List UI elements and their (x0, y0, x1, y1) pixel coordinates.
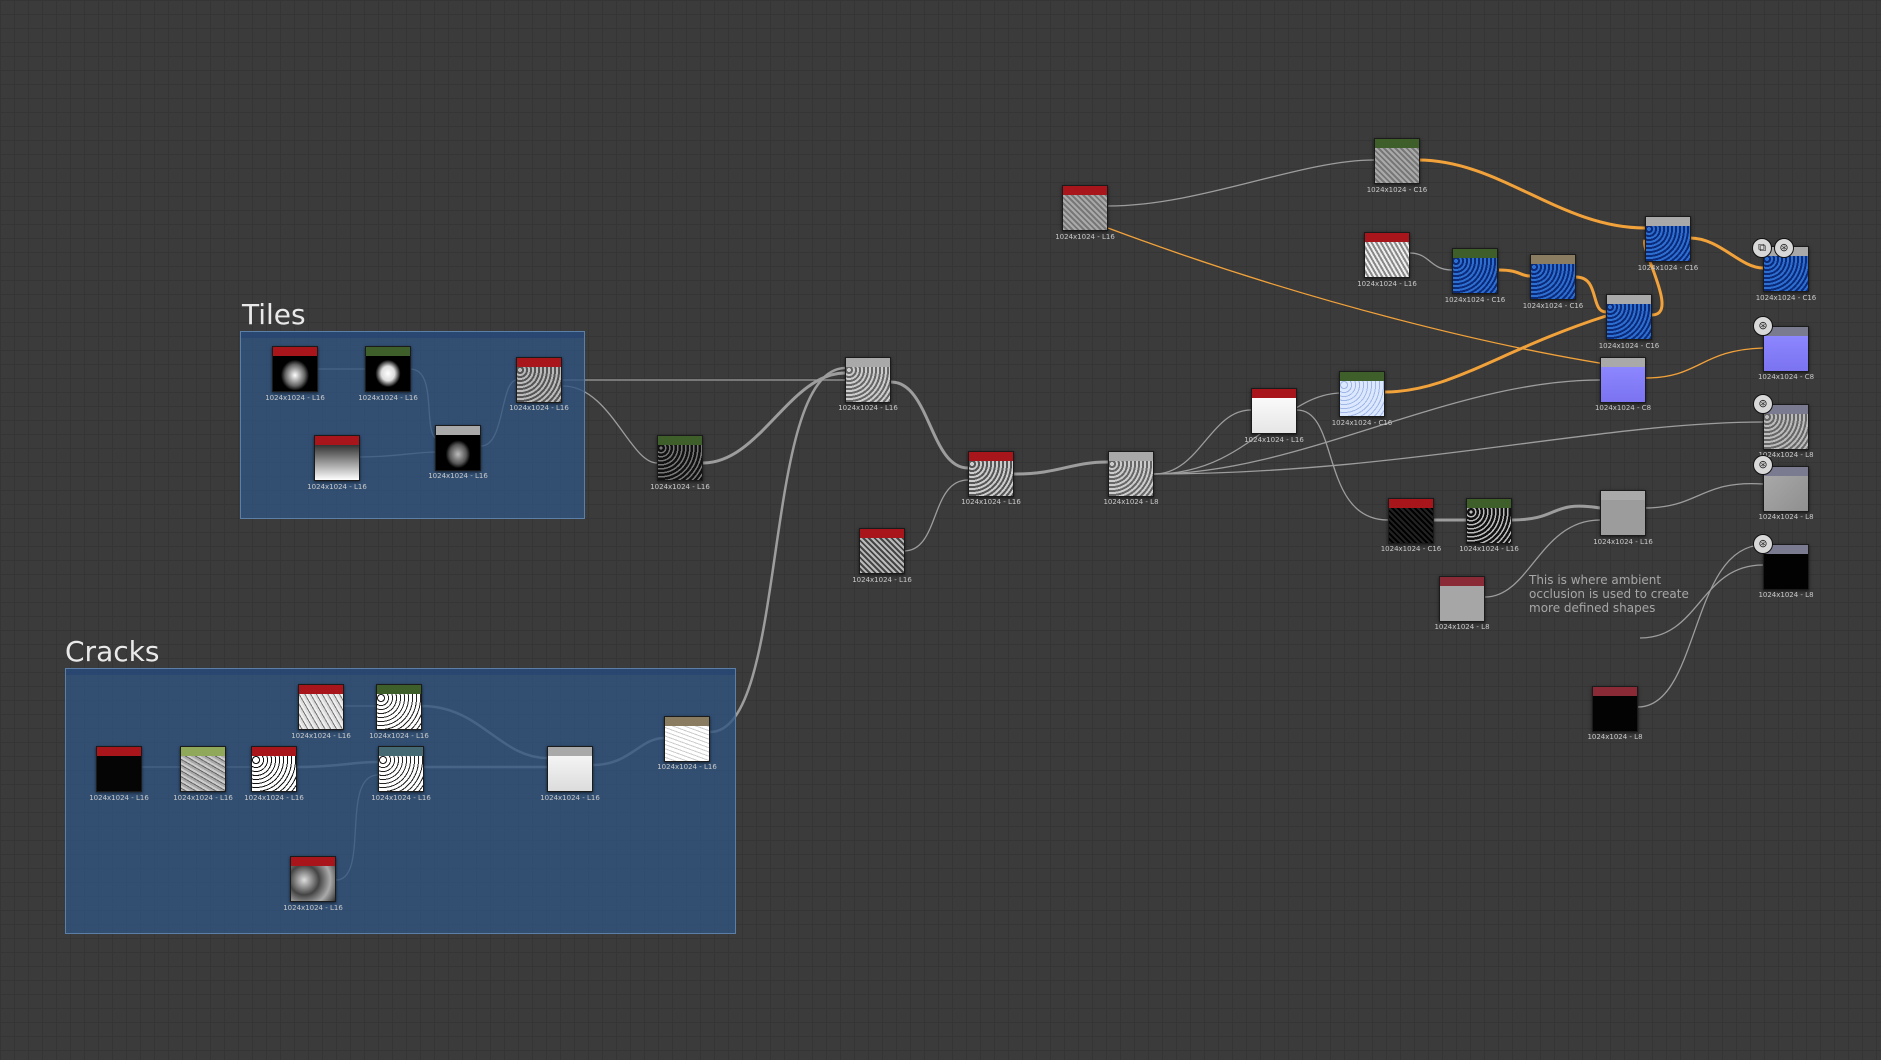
node-label: 1024x1024 - C16 (1331, 419, 1393, 427)
output-type-icon[interactable]: ⊛ (1753, 534, 1773, 554)
node-label: 1024x1024 - L16 (1357, 280, 1417, 288)
frame-cracks-title: Cracks (65, 635, 160, 668)
node-label: 1024x1024 - C16 (1637, 264, 1699, 272)
frame-tiles-title: Tiles (242, 298, 306, 331)
output-node[interactable] (1763, 404, 1809, 450)
graph-node[interactable] (1592, 686, 1638, 732)
node-label: 1024x1024 - L16 (307, 483, 367, 491)
node-label: 1024x1024 - L16 (852, 576, 912, 584)
graph-node[interactable] (664, 716, 710, 762)
graph-node[interactable] (1364, 232, 1410, 278)
graph-node[interactable] (1606, 294, 1652, 340)
graph-node[interactable] (1600, 490, 1646, 536)
graph-node[interactable] (1374, 138, 1420, 184)
node-label: 1024x1024 - L16 (173, 794, 233, 802)
graph-node[interactable] (180, 746, 226, 792)
node-label: 1024x1024 - C16 (1366, 186, 1428, 194)
node-label: 1024x1024 - L8 (1434, 623, 1490, 631)
node-label: 1024x1024 - L16 (961, 498, 1021, 506)
node-label: 1024x1024 - L16 (358, 394, 418, 402)
graph-node[interactable] (1645, 216, 1691, 262)
graph-comment[interactable]: This is where ambient occlusion is used … (1529, 573, 1689, 615)
output-type-icon[interactable]: ⊛ (1774, 238, 1794, 258)
graph-node[interactable] (657, 435, 703, 481)
graph-node[interactable] (1339, 371, 1385, 417)
node-label: 1024x1024 - L16 (1055, 233, 1115, 241)
node-label: 1024x1024 - C8 (1757, 373, 1815, 381)
output-node[interactable] (1763, 544, 1809, 590)
node-label: 1024x1024 - L16 (291, 732, 351, 740)
node-label: 1024x1024 - L8 (1103, 498, 1159, 506)
node-label: 1024x1024 - L16 (838, 404, 898, 412)
graph-node[interactable] (251, 746, 297, 792)
graph-node[interactable] (1466, 498, 1512, 544)
node-label: 1024x1024 - L16 (1459, 545, 1519, 553)
graph-node[interactable] (272, 346, 318, 392)
node-label: 1024x1024 - L16 (1593, 538, 1653, 546)
graph-node[interactable] (298, 684, 344, 730)
graph-node[interactable] (1439, 576, 1485, 622)
graph-node[interactable] (376, 684, 422, 730)
node-label: 1024x1024 - C8 (1594, 404, 1652, 412)
graph-node[interactable] (1062, 185, 1108, 231)
graph-node[interactable] (1388, 498, 1434, 544)
node-label: 1024x1024 - L8 (1587, 733, 1643, 741)
graph-node[interactable] (96, 746, 142, 792)
graph-node[interactable] (1108, 451, 1154, 497)
node-label: 1024x1024 - L16 (657, 763, 717, 771)
node-label: 1024x1024 - L16 (428, 472, 488, 480)
node-label: 1024x1024 - L16 (371, 794, 431, 802)
graph-node[interactable] (435, 425, 481, 471)
node-label: 1024x1024 - L16 (509, 404, 569, 412)
graph-node[interactable] (314, 435, 360, 481)
output-node[interactable] (1763, 466, 1809, 512)
graph-node[interactable] (859, 528, 905, 574)
node-label: 1024x1024 - C16 (1522, 302, 1584, 310)
node-label: 1024x1024 - C16 (1444, 296, 1506, 304)
graph-node[interactable] (845, 357, 891, 403)
node-label: 1024x1024 - C16 (1598, 342, 1660, 350)
node-label: 1024x1024 - L16 (265, 394, 325, 402)
node-label: 1024x1024 - L16 (1244, 436, 1304, 444)
graph-node[interactable] (365, 346, 411, 392)
output-node[interactable] (1763, 326, 1809, 372)
node-label: 1024x1024 - C16 (1380, 545, 1442, 553)
node-label: 1024x1024 - L16 (540, 794, 600, 802)
node-label: 1024x1024 - L8 (1758, 591, 1814, 599)
output-type-icon[interactable]: ⊛ (1753, 394, 1773, 414)
output-preview-icon[interactable]: ⧉ (1752, 238, 1772, 258)
graph-node[interactable] (516, 357, 562, 403)
graph-node[interactable] (1251, 388, 1297, 434)
graph-node[interactable] (1452, 248, 1498, 294)
node-label: 1024x1024 - L16 (650, 483, 710, 491)
node-label: 1024x1024 - L16 (89, 794, 149, 802)
node-label: 1024x1024 - L16 (244, 794, 304, 802)
graph-node[interactable] (378, 746, 424, 792)
graph-node[interactable] (968, 451, 1014, 497)
graph-node[interactable] (1600, 357, 1646, 403)
graph-node[interactable] (547, 746, 593, 792)
node-label: 1024x1024 - L16 (369, 732, 429, 740)
graph-node[interactable] (290, 856, 336, 902)
output-type-icon[interactable]: ⊛ (1753, 455, 1773, 475)
node-label: 1024x1024 - L8 (1758, 451, 1814, 459)
node-label: 1024x1024 - L8 (1758, 513, 1814, 521)
node-label: 1024x1024 - L16 (283, 904, 343, 912)
node-label: 1024x1024 - C16 (1755, 294, 1817, 302)
graph-node[interactable] (1530, 254, 1576, 300)
output-type-icon[interactable]: ⊛ (1753, 316, 1773, 336)
